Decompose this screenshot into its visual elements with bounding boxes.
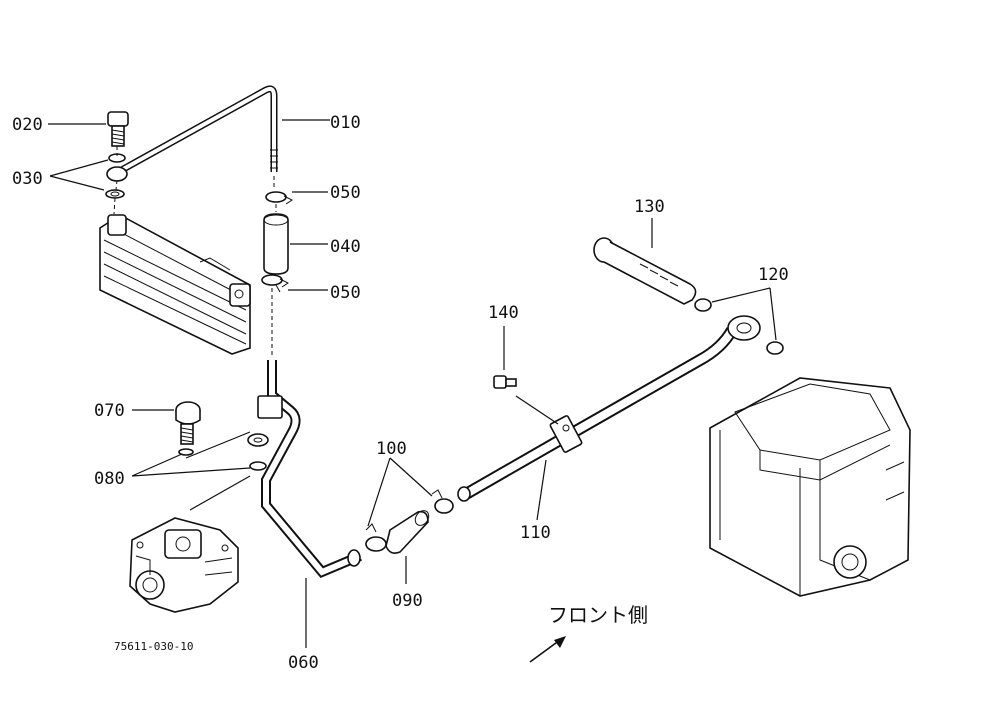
part-label-110: 110 xyxy=(520,523,551,543)
hose-clamp-050-lower xyxy=(261,274,289,293)
hydraulic-pump xyxy=(129,517,239,613)
leader-lines xyxy=(48,119,777,648)
pipe-010 xyxy=(116,85,278,176)
part-label-070: 070 xyxy=(94,401,125,421)
part-label-080: 080 xyxy=(94,469,125,489)
part-label-060: 060 xyxy=(288,653,319,673)
oil-cooler xyxy=(99,214,251,355)
part-label-120: 120 xyxy=(758,265,789,285)
washer-030 xyxy=(105,153,128,199)
hose-clamp-100-left xyxy=(365,523,387,552)
part-label-020: 020 xyxy=(12,115,43,135)
bolt-140 xyxy=(493,375,517,389)
part-label-090: 090 xyxy=(392,591,423,611)
part-label-030: 030 xyxy=(12,169,43,189)
part-label-130: 130 xyxy=(634,197,665,217)
front-direction-arrow-icon xyxy=(529,636,566,663)
transmission-case xyxy=(709,377,911,597)
part-label-050-upper: 050 xyxy=(330,183,361,203)
washer-080 xyxy=(178,448,267,471)
pipe-060 xyxy=(247,360,362,579)
front-side-label: フロント側 xyxy=(548,603,648,627)
part-label-140: 140 xyxy=(488,303,519,323)
strainer-130 xyxy=(593,237,697,305)
hose-clamp-100-right xyxy=(431,489,454,514)
part-label-040: 040 xyxy=(330,237,361,257)
drawing-code: 75611-030-10 xyxy=(114,640,193,653)
hose-040 xyxy=(263,213,289,275)
hose-clamp-050-upper xyxy=(265,191,293,205)
part-label-010: 010 xyxy=(330,113,361,133)
part-label-100: 100 xyxy=(376,439,407,459)
hose-090 xyxy=(385,510,430,554)
pipe-110 xyxy=(457,315,761,502)
banjo-bolt-020 xyxy=(107,111,129,147)
part-label-050-lower: 050 xyxy=(330,283,361,303)
o-ring-120 xyxy=(694,298,784,355)
banjo-bolt-070 xyxy=(175,401,201,445)
